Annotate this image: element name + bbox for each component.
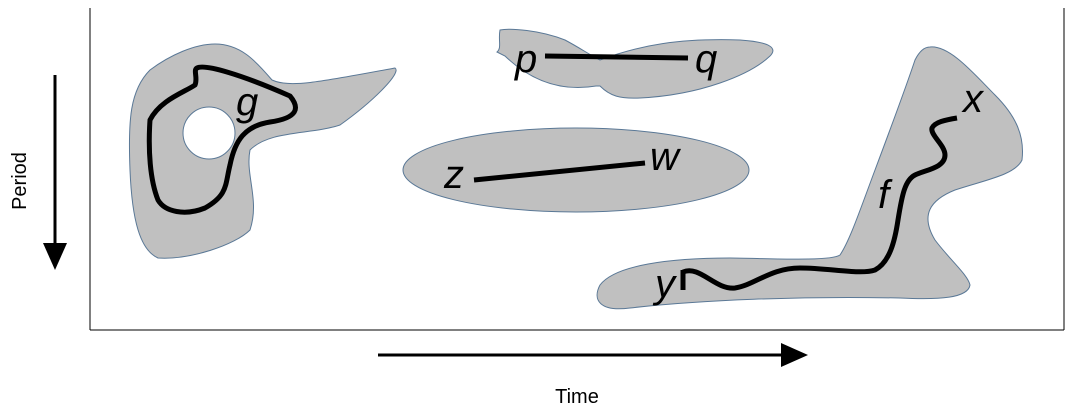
- region-fxy: [596, 46, 1024, 310]
- path-f: [680, 115, 958, 291]
- region-g: [128, 43, 397, 259]
- label-p: p: [514, 37, 537, 81]
- label-z: z: [443, 153, 464, 197]
- label-g: g: [236, 80, 258, 124]
- path-zw: [473, 160, 646, 183]
- label-w: w: [650, 135, 682, 179]
- path-pq: [544, 53, 689, 61]
- plot-frame: [89, 8, 1065, 331]
- y-axis-label: Period: [9, 152, 31, 210]
- region-pq: [496, 28, 774, 99]
- x-axis-label: Time: [555, 386, 599, 408]
- path-g: [146, 64, 298, 215]
- label-y: y: [652, 262, 678, 306]
- label-x: x: [961, 77, 985, 121]
- label-q: q: [695, 37, 717, 81]
